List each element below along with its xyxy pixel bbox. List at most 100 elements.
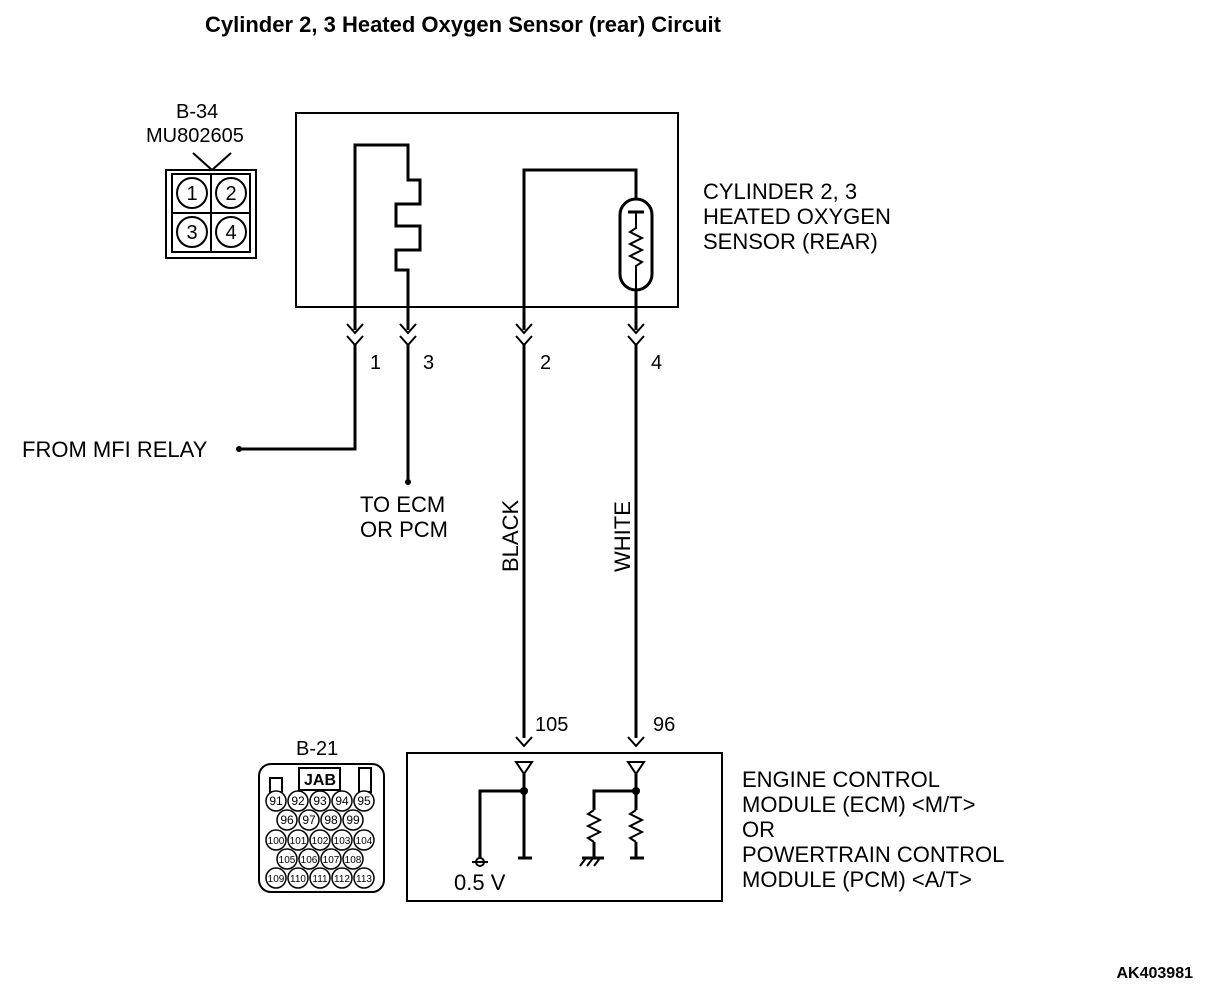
connector-b21-pin [298, 848, 320, 870]
sensor-pin-number: 2 [540, 352, 551, 374]
connector-b21: B-21 JAB 91 92 93 94 95 96 97 98 99 100 101 102 103 1… [258, 738, 385, 893]
ecm-label-line: MODULE (ECM) <M/T> [742, 792, 975, 817]
connector-b34-name: B-34 [176, 101, 218, 123]
connector-b21-name: B-21 [296, 738, 338, 760]
ecm-label-line: MODULE (PCM) <A/T> [742, 867, 972, 892]
to-ecm-label-line: OR PCM [360, 517, 448, 542]
wire-heater-power [240, 345, 357, 451]
connector-b21-pin-label: 99 [346, 813, 360, 827]
ecm-input-resistor [627, 809, 645, 843]
connector-b21-pin [287, 829, 309, 851]
connector-b34-pin-2 [215, 177, 247, 209]
sensor-pin-number: 3 [423, 352, 434, 374]
connector-b21-pin-label: 98 [324, 813, 338, 827]
connector-b21-pin [287, 867, 309, 889]
connector-b21-pin [265, 790, 287, 812]
connector-b21-pin [298, 809, 320, 831]
ecm-terminal-105 [515, 736, 533, 748]
connector-b21-pin-label: 108 [345, 855, 362, 866]
sensor-terminals [346, 323, 645, 347]
heater-element [353, 143, 422, 330]
connector-b21-pin-label: 97 [302, 813, 316, 827]
connector-b34-pin-label: 4 [225, 222, 236, 244]
connector-b21-pin [331, 829, 353, 851]
connector-b21-pin [331, 867, 353, 889]
ecm-pin-number: 105 [535, 714, 568, 736]
wire-black-label: BLACK [498, 500, 523, 572]
connector-b21-pin [265, 867, 287, 889]
connector-b21-pin [276, 848, 298, 870]
connector-b34-latch [192, 152, 232, 172]
connector-b21-pin-label: 94 [335, 794, 349, 808]
connector-b21-pin [342, 848, 364, 870]
connector-b21-pin-label: 92 [291, 794, 305, 808]
connector-b21-pin-label: 102 [312, 836, 329, 847]
connector-b21-pin-label: 93 [313, 794, 327, 808]
connector-b34-pin-label: 2 [225, 183, 236, 205]
oxygen-sensor [295, 112, 679, 330]
connector-b21-pin [320, 809, 342, 831]
sensor-label-line: CYLINDER 2, 3 [703, 179, 857, 204]
connector-b34: B-34 MU802605 1 2 3 4 [146, 101, 257, 259]
connector-b21-pin [309, 829, 331, 851]
connector-b21-pin-label: 95 [357, 794, 371, 808]
connector-b34-pin-label: 3 [186, 222, 197, 244]
ecm-module: 0.5 V [406, 752, 723, 902]
ecm-label-line: OR [742, 817, 775, 842]
connector-b21-pin-label: 112 [334, 874, 350, 885]
connector-b21-pin [353, 829, 375, 851]
connector-b21-pins: 91 92 93 94 95 96 97 98 99 100 101 102 103 104 105 106 1… [265, 790, 375, 889]
connector-b21-pin [353, 790, 375, 812]
connector-b21-pin-label: 107 [323, 855, 340, 866]
connector-b34-pin-4 [215, 216, 247, 248]
diagram-title: Cylinder 2, 3 Heated Oxygen Sensor (rear… [205, 12, 722, 37]
ecm-label-line: POWERTRAIN CONTROL [742, 842, 1004, 867]
connector-b21-pin-label: 110 [290, 874, 306, 885]
sensor-element-wire [522, 168, 638, 330]
connector-b21-pin [309, 867, 331, 889]
ecm-pin-number: 96 [653, 714, 675, 736]
sensor-label-line: HEATED OXYGEN [703, 204, 891, 229]
connector-b21-pin-label: 106 [301, 855, 318, 866]
connector-b21-pin [287, 790, 309, 812]
sensor-label-line: SENSOR (REAR) [703, 229, 878, 254]
connector-b21-pin [309, 790, 331, 812]
connector-b21-tag-label: JAB [304, 772, 336, 789]
wire-end-dot [405, 479, 411, 485]
sensor-pin-number: 4 [651, 352, 662, 374]
ecm-terminal-96 [627, 736, 645, 748]
connector-b21-pin-label: 109 [268, 874, 285, 885]
ecm-housing [406, 752, 723, 902]
from-mfi-relay-label: FROM MFI RELAY [22, 437, 208, 462]
figure-id: AK403981 [1117, 965, 1194, 982]
connector-b34-part-number: MU802605 [146, 125, 244, 147]
connector-b34-pin-1 [176, 177, 208, 209]
connector-b21-pin [353, 867, 375, 889]
connector-b21-pin [276, 809, 298, 831]
connector-b21-pin-label: 113 [356, 874, 372, 885]
connector-b21-pin-label: 104 [356, 836, 373, 847]
sensor-resistor [627, 212, 645, 290]
sensor-pin-number: 1 [370, 352, 381, 374]
connector-b34-pin-3 [176, 216, 208, 248]
wire-end-dot [236, 446, 242, 452]
to-ecm-label-line: TO ECM [360, 492, 445, 517]
connector-b21-pin-label: 111 [312, 874, 328, 885]
connector-b21-pin-label: 100 [268, 836, 285, 847]
connector-b34-pin-label: 1 [186, 183, 197, 205]
connector-b21-pin [342, 809, 364, 831]
connector-b21-pin-label: 101 [290, 836, 307, 847]
connector-b21-tag [298, 767, 341, 791]
connector-b21-pin-label: 103 [334, 836, 351, 847]
connector-b21-pin-label: 91 [269, 794, 283, 808]
ecm-ground-resistor [585, 809, 603, 843]
wire-white-label: WHITE [610, 501, 635, 572]
connector-b21-pin [331, 790, 353, 812]
connector-b21-pin-label: 96 [280, 813, 294, 827]
connector-b21-pin [320, 848, 342, 870]
ecm-label-line: ENGINE CONTROL [742, 767, 940, 792]
connector-b21-pin-label: 105 [279, 855, 296, 866]
reference-voltage-label: 0.5 V [454, 870, 506, 895]
connector-b21-pin [265, 829, 287, 851]
